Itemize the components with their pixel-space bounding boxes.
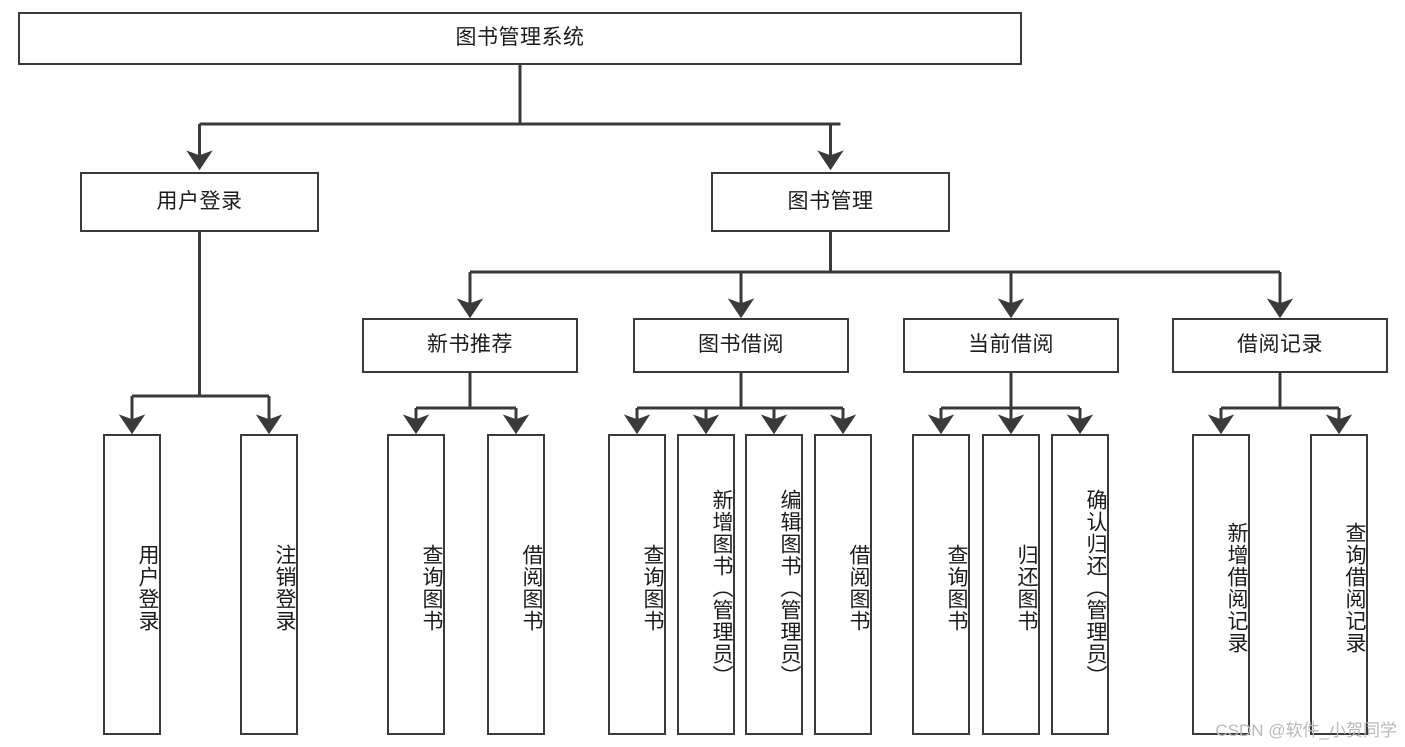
node-leaf-query-book-1-label: 查询图书: [420, 543, 443, 632]
node-user-login-label: 用户登录: [156, 189, 243, 213]
node-leaf-edit-book-label: 编辑图书（管理员）: [778, 488, 801, 687]
node-current-borrow[interactable]: 当前借阅: [903, 318, 1119, 373]
node-leaf-query-book-2[interactable]: 查询图书: [608, 434, 666, 735]
node-borrow-record-label: 借阅记录: [1237, 333, 1323, 357]
node-leaf-add-book[interactable]: 新增图书（管理员）: [677, 434, 735, 735]
node-leaf-query-book-1[interactable]: 查询图书: [387, 434, 445, 735]
node-new-book-recommend[interactable]: 新书推荐: [362, 318, 578, 373]
node-leaf-add-book-label: 新增图书（管理员）: [710, 488, 733, 687]
node-book-manage-label: 图书管理: [787, 189, 874, 213]
node-new-book-recommend-label: 新书推荐: [427, 333, 513, 357]
node-leaf-query-record-label: 查询借阅记录: [1343, 521, 1366, 654]
node-user-login[interactable]: 用户登录: [80, 172, 319, 232]
node-root-label: 图书管理系统: [455, 26, 585, 50]
node-root[interactable]: 图书管理系统: [18, 12, 1022, 65]
node-book-borrow[interactable]: 图书借阅: [633, 318, 849, 373]
node-current-borrow-label: 当前借阅: [968, 333, 1054, 357]
node-leaf-borrow-book-2-label: 借阅图书: [847, 543, 870, 632]
node-leaf-add-record-label: 新增借阅记录: [1225, 521, 1248, 654]
node-leaf-add-record[interactable]: 新增借阅记录: [1192, 434, 1250, 735]
watermark-text: CSDN @软件_小贺同学: [1215, 721, 1397, 740]
node-leaf-user-login[interactable]: 用户登录: [103, 434, 161, 735]
node-borrow-record[interactable]: 借阅记录: [1172, 318, 1388, 373]
node-leaf-confirm-return-label: 确认归还（管理员）: [1084, 488, 1107, 687]
node-book-manage[interactable]: 图书管理: [711, 172, 950, 232]
node-leaf-query-book-3[interactable]: 查询图书: [912, 434, 970, 735]
node-leaf-borrow-book-1-label: 借阅图书: [520, 543, 543, 632]
node-leaf-borrow-book-2[interactable]: 借阅图书: [814, 434, 872, 735]
node-leaf-user-logout[interactable]: 注销登录: [240, 434, 298, 735]
node-leaf-user-logout-label: 注销登录: [273, 543, 296, 632]
node-leaf-query-record[interactable]: 查询借阅记录: [1310, 434, 1368, 735]
node-leaf-query-book-2-label: 查询图书: [641, 543, 664, 632]
node-leaf-borrow-book-1[interactable]: 借阅图书: [487, 434, 545, 735]
node-leaf-query-book-3-label: 查询图书: [945, 543, 968, 632]
node-leaf-return-book[interactable]: 归还图书: [982, 434, 1040, 735]
node-leaf-user-login-label: 用户登录: [136, 543, 159, 632]
node-leaf-return-book-label: 归还图书: [1015, 543, 1038, 632]
node-book-borrow-label: 图书借阅: [698, 333, 784, 357]
node-leaf-confirm-return[interactable]: 确认归还（管理员）: [1051, 434, 1109, 735]
node-leaf-edit-book[interactable]: 编辑图书（管理员）: [745, 434, 803, 735]
